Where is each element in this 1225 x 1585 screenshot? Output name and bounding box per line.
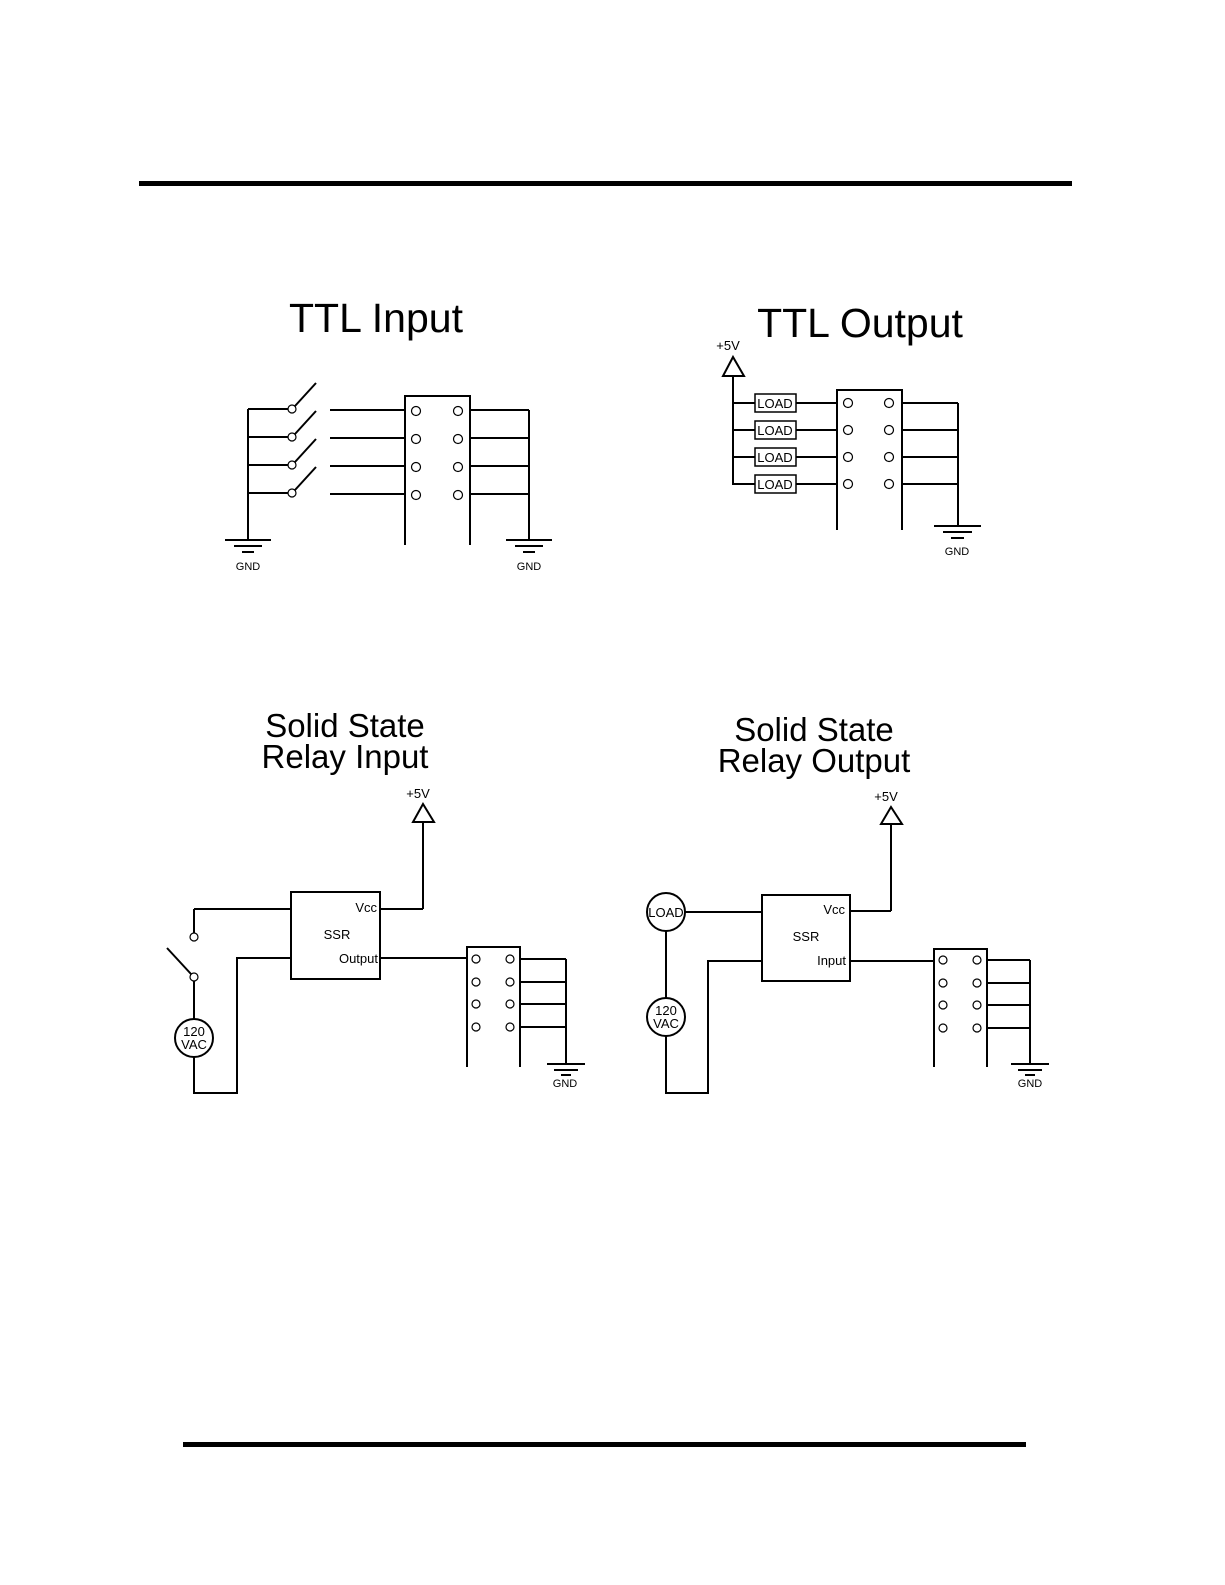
supply-label: +5V: [406, 786, 430, 801]
ssr-output-connector: [934, 949, 987, 1067]
ac-source-label-line2: VAC: [181, 1037, 207, 1052]
ac-source: 120 VAC: [647, 998, 685, 1036]
ttl-input-diagram: TTL Input: [225, 295, 552, 573]
gnd-label-left: GND: [236, 561, 261, 573]
vcc-label: Vcc: [355, 900, 377, 915]
ground-symbol: [547, 1064, 585, 1075]
ground-symbol: [934, 526, 981, 538]
ssr-output-title-line2: Relay Output: [718, 742, 911, 779]
ttl-output-title: TTL Output: [757, 300, 963, 346]
ttl-output-connector: [837, 390, 902, 530]
ssr-input-title-line2: Relay Input: [262, 738, 429, 775]
switch-1: [288, 383, 316, 413]
ac-source-label-line2: VAC: [653, 1016, 679, 1031]
supply-label: +5V: [874, 789, 898, 804]
switch-3: [288, 439, 316, 469]
supply-arrow-icon: [723, 357, 744, 376]
input-pin-label: Input: [817, 953, 846, 968]
load-resistor-2: LOAD: [755, 421, 796, 439]
ssr-input-diagram: Solid State Relay Input +5V Vcc SSR Outp…: [167, 707, 585, 1093]
gnd-label: GND: [945, 546, 970, 558]
ssr-output-diagram: Solid State Relay Output +5V Vcc SSR Inp…: [647, 711, 1049, 1093]
ttl-input-connector: [405, 396, 470, 545]
vcc-label: Vcc: [823, 902, 845, 917]
load-label: LOAD: [757, 423, 792, 438]
load-circle: LOAD: [647, 893, 685, 931]
supply-arrow-icon: [413, 804, 434, 822]
ssr-label: SSR: [324, 927, 351, 942]
load-resistor-4: LOAD: [755, 475, 796, 493]
load-label: LOAD: [757, 450, 792, 465]
load-label: LOAD: [757, 396, 792, 411]
ssr-block: Vcc SSR Input: [762, 895, 850, 981]
ground-symbol-left: [225, 540, 271, 552]
output-pin-label: Output: [339, 951, 378, 966]
ground-symbol: [1011, 1064, 1049, 1075]
load-resistor-1: LOAD: [755, 394, 796, 412]
ground-symbol-right: [506, 540, 552, 552]
load-label: LOAD: [648, 905, 683, 920]
ssr-block: Vcc SSR Output: [291, 892, 380, 979]
load-resistor-3: LOAD: [755, 448, 796, 466]
ssr-label: SSR: [793, 929, 820, 944]
switch-4: [288, 467, 316, 497]
gnd-label: GND: [1018, 1078, 1043, 1090]
load-label: LOAD: [757, 477, 792, 492]
supply-arrow-icon: [881, 807, 902, 824]
supply-label: +5V: [716, 338, 740, 353]
ac-source: 120 VAC: [175, 1019, 213, 1057]
ssr-input-connector: [467, 947, 520, 1067]
ttl-input-title: TTL Input: [289, 295, 464, 341]
gnd-label-right: GND: [517, 561, 542, 573]
gnd-label: GND: [553, 1078, 578, 1090]
ttl-output-diagram: TTL Output +5V LOAD LOAD LOAD LOAD: [716, 300, 981, 558]
switch-2: [288, 411, 316, 441]
